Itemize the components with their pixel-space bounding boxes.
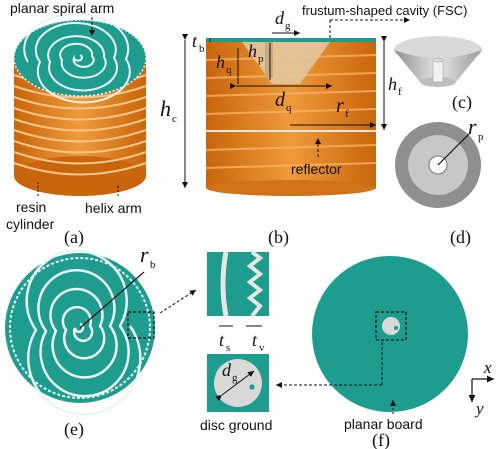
zoom-strip-s — [220, 251, 229, 317]
sym-dg: d — [275, 8, 285, 28]
sym-rp: r — [468, 114, 477, 139]
rp-line — [437, 132, 471, 166]
svg-text:c: c — [172, 113, 177, 125]
panel-label-a: (a) — [64, 227, 84, 248]
planar-disc — [382, 317, 400, 335]
svg-text:f: f — [398, 86, 402, 98]
top-disc-rim — [13, 19, 147, 97]
spiral-arm — [25, 249, 142, 416]
cylinder-bottom — [14, 156, 146, 196]
fsc-post — [432, 59, 444, 83]
sym-dg2: d — [222, 360, 232, 380]
panel-d-fsc-top: r p (d) — [395, 114, 484, 248]
label-resin: resin — [16, 199, 46, 215]
panel-label-e: (e) — [64, 419, 84, 440]
svg-text:s: s — [226, 342, 230, 354]
sym-tv: t — [252, 330, 258, 350]
sym-hp: h — [248, 41, 257, 61]
sym-tb: t — [192, 31, 198, 51]
zoom-detail-disc: d g disc ground — [200, 354, 272, 433]
panel-label-d: (d) — [450, 227, 471, 248]
label-planar-spiral-arm: planar spiral arm — [10, 0, 114, 16]
label-reflector: reflector — [291, 161, 342, 177]
sym-hc: h — [160, 96, 171, 121]
panel-label-b: (b) — [268, 227, 289, 248]
sym-dq: d — [275, 89, 286, 111]
zoom-box-e — [127, 311, 155, 339]
panel-b-cross-section: t b h c d g h p h q d q r f h f frustum-… — [160, 3, 467, 248]
zoom-detail-strips: t s t v — [207, 250, 269, 354]
label-helix-arm: helix arm — [85, 200, 142, 216]
cross-section-bottom — [206, 180, 376, 196]
label-fsc: frustum-shaped cavity (FSC) — [302, 3, 467, 18]
svg-text:f: f — [345, 108, 349, 120]
panel-label-f: (f) — [372, 430, 390, 449]
panel-f-planar-board: planar board (f) x y — [276, 256, 494, 449]
sym-hf: h — [388, 74, 397, 94]
svg-text:b: b — [150, 259, 156, 271]
fsc-cavity — [242, 42, 330, 84]
svg-text:g: g — [285, 20, 291, 32]
svg-text:q: q — [286, 102, 292, 114]
spiral-zigzag-edge — [9, 257, 151, 399]
svg-text:b: b — [199, 43, 205, 55]
top-board-layer — [206, 38, 376, 42]
panel-label-c: (c) — [452, 92, 472, 113]
sym-rb: r — [140, 242, 149, 267]
axis-x-label: x — [483, 358, 492, 377]
panel-a-antenna: planar spiral arm resin cylinder helix a… — [6, 0, 147, 248]
zoom-box-f — [375, 311, 407, 341]
zoom-strip-v — [246, 250, 264, 318]
label-cylinder: cylinder — [6, 216, 55, 232]
svg-text:g: g — [232, 372, 238, 384]
planar-spiral-arm — [23, 12, 131, 104]
panel-e-spiral: r b (e) — [5, 242, 197, 440]
rb-line — [79, 271, 145, 329]
cavity-post — [265, 42, 273, 78]
sym-rf: r — [336, 95, 344, 117]
label-planar-board: planar board — [344, 416, 423, 432]
svg-text:v: v — [259, 342, 265, 354]
label-disc-ground: disc ground — [200, 417, 272, 433]
svg-text:p: p — [258, 53, 264, 65]
sym-hq: h — [216, 52, 225, 72]
panel-c-fsc-3d: (c) — [394, 36, 482, 113]
svg-text:p: p — [478, 131, 484, 143]
svg-text:q: q — [226, 64, 232, 76]
sym-ts: t — [219, 330, 225, 350]
axis-y-label: y — [474, 399, 484, 418]
